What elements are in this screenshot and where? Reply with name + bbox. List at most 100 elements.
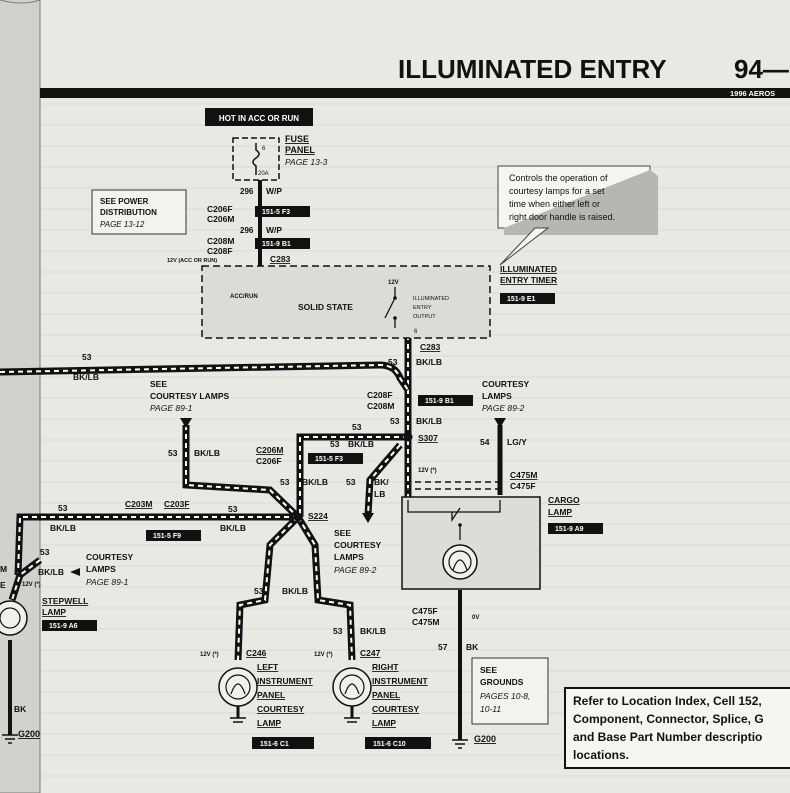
- svg-text:LB: LB: [374, 489, 385, 499]
- connector-c246: C246: [246, 648, 267, 658]
- arrow-icon: [494, 418, 506, 428]
- svg-text:LAMP: LAMP: [548, 507, 572, 517]
- connector-c203m: C203M: [125, 499, 152, 509]
- svg-text:53: 53: [228, 504, 238, 514]
- cargo-lamp-ref: 151-9 A9: [555, 526, 584, 533]
- svg-text:LG/Y: LG/Y: [507, 437, 527, 447]
- svg-text:PAGE 89-2: PAGE 89-2: [334, 565, 377, 575]
- ground-icon: [452, 739, 468, 749]
- arrow-icon: [180, 418, 192, 428]
- page-number: 94—: [734, 54, 789, 84]
- wire-harness: [0, 180, 503, 740]
- svg-text:12V (ACC OR RUN): 12V (ACC OR RUN): [167, 258, 217, 264]
- svg-text:53: 53: [168, 448, 178, 458]
- svg-text:SEE POWER: SEE POWER: [100, 197, 149, 206]
- svg-text:GROUNDS: GROUNDS: [480, 677, 524, 687]
- svg-text:BK/LB: BK/LB: [416, 357, 442, 367]
- connector-c206m: C206M: [256, 445, 283, 455]
- svg-text:53: 53: [333, 626, 343, 636]
- timer-name: ILLUMINATED: [500, 264, 557, 274]
- svg-text:12V (*): 12V (*): [22, 582, 41, 588]
- timer-ref: 151-9 E1: [507, 296, 536, 303]
- svg-text:ILLUMINATED: ILLUMINATED: [413, 296, 449, 302]
- fuse-panel-page: PAGE 13-3: [285, 157, 328, 167]
- svg-text:ENTRY: ENTRY: [413, 305, 432, 311]
- svg-text:OUTPUT: OUTPUT: [413, 314, 436, 320]
- svg-text:53: 53: [352, 422, 362, 432]
- hot-in-acc-run-label: HOT IN ACC OR RUN: [219, 114, 299, 123]
- connector-c203f: C203F: [164, 499, 190, 509]
- svg-text:LAMP: LAMP: [372, 718, 396, 728]
- svg-text:W/P: W/P: [266, 225, 282, 235]
- svg-text:BK/LB: BK/LB: [416, 416, 442, 426]
- page-title: ILLUMINATED ENTRY: [398, 54, 667, 84]
- see-power-distribution-box: [91, 189, 187, 235]
- svg-text:PANEL: PANEL: [257, 690, 285, 700]
- stepwell-ref: 151-9 A6: [49, 623, 78, 630]
- svg-text:INSTRUMENT: INSTRUMENT: [257, 676, 314, 686]
- svg-text:12V: 12V: [388, 280, 399, 286]
- svg-text:PANEL: PANEL: [285, 145, 315, 155]
- svg-text:PAGE 89-1: PAGE 89-1: [150, 403, 193, 413]
- svg-text:53: 53: [280, 477, 290, 487]
- svg-text:296: 296: [240, 187, 254, 196]
- svg-text:BK/LB: BK/LB: [220, 523, 246, 533]
- connector-c475f-bottom: C475F: [412, 606, 438, 616]
- svg-text:E: E: [0, 580, 6, 590]
- right-lamp-bulb-icon: [332, 667, 372, 707]
- svg-text:296: 296: [240, 226, 254, 235]
- connector-c206f: C206F: [256, 456, 282, 466]
- ref-151-9-b1: 151-9 B1: [425, 398, 454, 405]
- fuse-number: 6: [262, 146, 266, 152]
- svg-text:PANEL: PANEL: [372, 690, 400, 700]
- svg-text:BK/LB: BK/LB: [348, 439, 374, 449]
- svg-text:BK: BK: [466, 642, 479, 652]
- svg-text:53: 53: [58, 503, 68, 513]
- svg-text:time when either left or: time when either left or: [509, 199, 600, 209]
- fuse-icon: [252, 143, 260, 175]
- svg-text:53: 53: [346, 477, 356, 487]
- svg-text:W/P: W/P: [266, 186, 282, 196]
- connector-c283-top: C283: [270, 254, 291, 264]
- svg-text:Refer to Location Index, Cell: Refer to Location Index, Cell 152,: [573, 694, 762, 708]
- svg-text:12V (*): 12V (*): [200, 652, 219, 658]
- svg-text:53: 53: [254, 586, 264, 596]
- svg-text:BK/LB: BK/LB: [360, 626, 386, 636]
- connector-c475f: C475F: [510, 481, 536, 491]
- connector-c247: C247: [360, 648, 381, 658]
- splice-s224: [293, 512, 303, 522]
- ground-g200-right: G200: [474, 734, 496, 744]
- svg-text:PAGE 89-2: PAGE 89-2: [482, 403, 525, 413]
- connector-c206f-top: C206F: [207, 204, 233, 214]
- right-lamp-label: RIGHT: [372, 662, 399, 672]
- illuminated-entry-timer-module: [201, 265, 491, 339]
- svg-text:LAMPS: LAMPS: [334, 552, 364, 562]
- fuse-panel-label: FUSE: [285, 134, 309, 144]
- svg-text:and Base Part Number descripti: and Base Part Number descriptio: [573, 730, 762, 744]
- svg-text:locations.: locations.: [573, 748, 629, 762]
- left-page-edge: [0, 0, 40, 793]
- svg-text:COURTESY: COURTESY: [257, 704, 305, 714]
- svg-text:DISTRIBUTION: DISTRIBUTION: [100, 208, 157, 217]
- arrow-icon: [70, 568, 80, 576]
- svg-text:COURTESY: COURTESY: [86, 552, 134, 562]
- cargo-bulb-icon: [442, 544, 478, 580]
- svg-text:57: 57: [438, 642, 448, 652]
- ground-icon: [344, 717, 360, 723]
- connector-c208m-top: C208M: [207, 236, 234, 246]
- splice-s224-label: S224: [308, 511, 328, 521]
- left-lamp-bulb-icon: [218, 667, 258, 707]
- door-switch-icon: [451, 507, 461, 540]
- svg-text:LAMP: LAMP: [42, 607, 66, 617]
- svg-text:10-11: 10-11: [480, 704, 501, 714]
- svg-text:INSTRUMENT: INSTRUMENT: [372, 676, 429, 686]
- svg-text:PAGES 10-8,: PAGES 10-8,: [480, 691, 530, 701]
- svg-text:Component, Connector, Splice,: Component, Connector, Splice, G: [573, 712, 764, 726]
- solid-state-label: SOLID STATE: [298, 302, 353, 312]
- svg-text:COURTESY: COURTESY: [482, 379, 530, 389]
- connector-c208m: C208M: [367, 401, 394, 411]
- svg-text:LAMPS: LAMPS: [482, 391, 512, 401]
- svg-text:53: 53: [40, 547, 50, 557]
